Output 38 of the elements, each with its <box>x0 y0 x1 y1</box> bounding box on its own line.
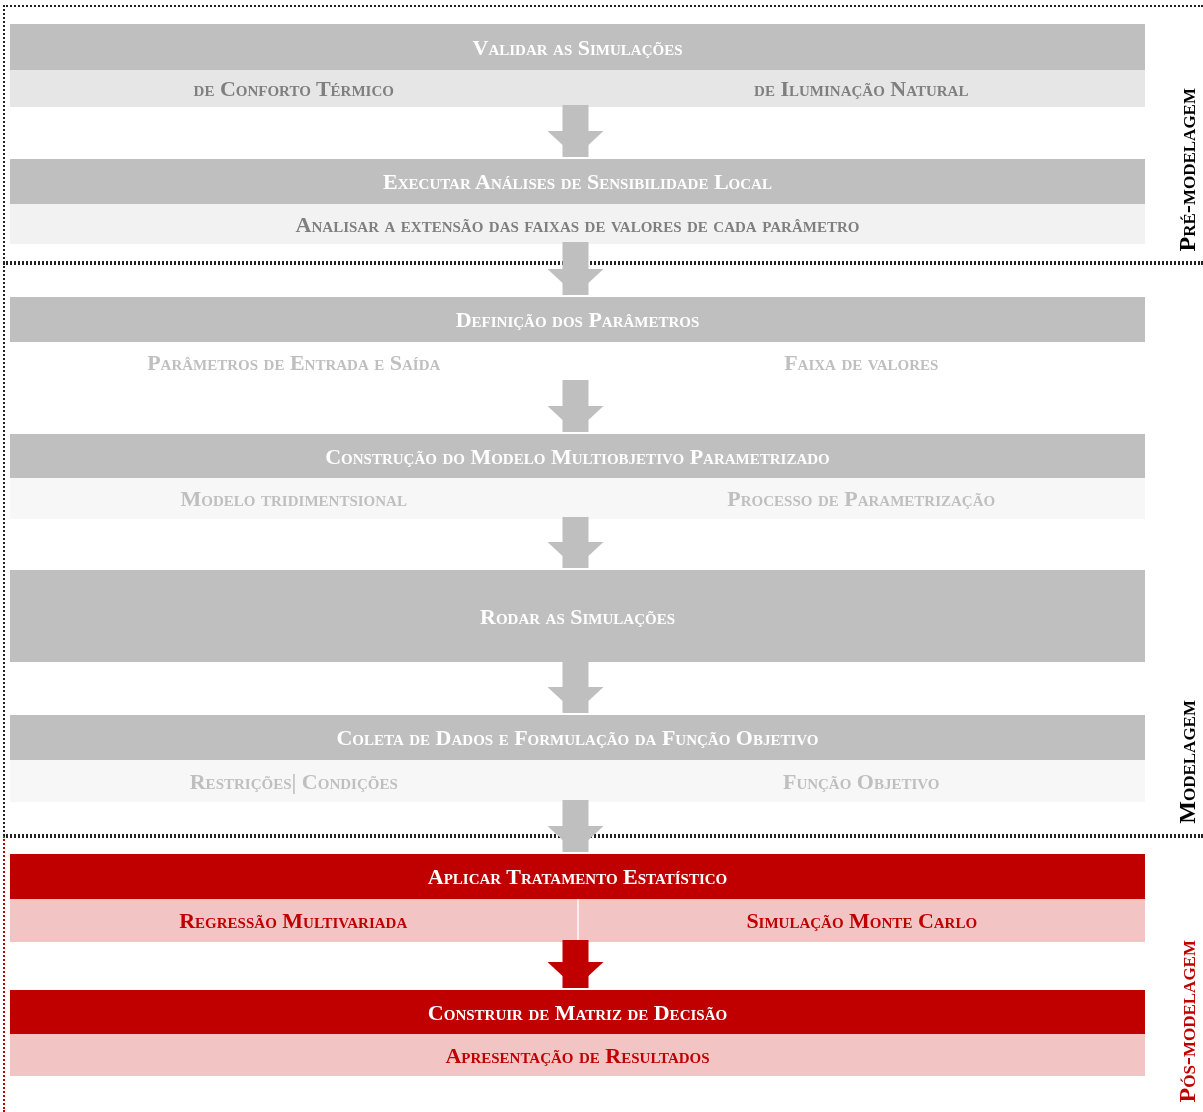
phase-frame <box>3 263 1203 836</box>
step-title-bar: Coleta de Dados e Formulação da Função Objetivo <box>10 715 1145 760</box>
step-detail: de Conforto Térmico <box>193 75 394 103</box>
step-detail: Faixa de valores <box>784 348 939 377</box>
step-title-bar: Construir de Matriz de Decisão <box>10 990 1145 1034</box>
step-title-bar: Definição dos Parâmetros <box>10 297 1145 342</box>
arrow <box>547 800 604 852</box>
step-title-bar: Validar as Simulações <box>10 24 1145 70</box>
arrow <box>547 940 604 988</box>
step-detail: Modelo tridimentsional <box>180 485 407 513</box>
arrow <box>547 660 604 713</box>
phase-label: Pós-modelagem <box>1175 939 1199 1102</box>
step-detail: Processo de Parametrização <box>727 485 996 513</box>
step-detail: Regressão Multivariada <box>179 907 408 935</box>
arrow <box>547 380 604 432</box>
step-title-bar: Executar Análises de Sensibilidade Local <box>10 159 1145 204</box>
process-step <box>10 434 1145 519</box>
phase-label: Modelagem <box>1175 700 1199 824</box>
step-title-bar: Construção do Modelo Multiobjetivo Parametrizado <box>10 434 1145 478</box>
process-step <box>10 159 1145 244</box>
phase-frame <box>3 836 1203 1112</box>
arrow <box>547 517 604 568</box>
step-detail: Restrições| Condições <box>189 767 398 796</box>
step-title-bar: Aplicar Tratamento Estatístico <box>10 854 1145 899</box>
step-detail: Parâmetros de Entrada e Saída <box>147 348 441 377</box>
arrow <box>547 105 604 157</box>
process-step <box>10 990 1145 1076</box>
arrow <box>547 242 604 295</box>
step-detail: Simulação Monte Carlo <box>746 907 978 935</box>
process-step <box>10 854 1145 942</box>
phase-label: Pré-modelagem <box>1175 87 1199 251</box>
process-step <box>10 715 1145 802</box>
process-step <box>10 24 1145 107</box>
phase-frame <box>3 5 1203 263</box>
step-detail: de Iluminação Natural <box>754 75 969 103</box>
step-detail: Apresentação de Resultados <box>445 1041 710 1070</box>
step-detail: Analisar a extensão das faixas de valores de cada parâmetro <box>295 210 860 239</box>
step-detail: Função Objetivo <box>782 767 940 796</box>
